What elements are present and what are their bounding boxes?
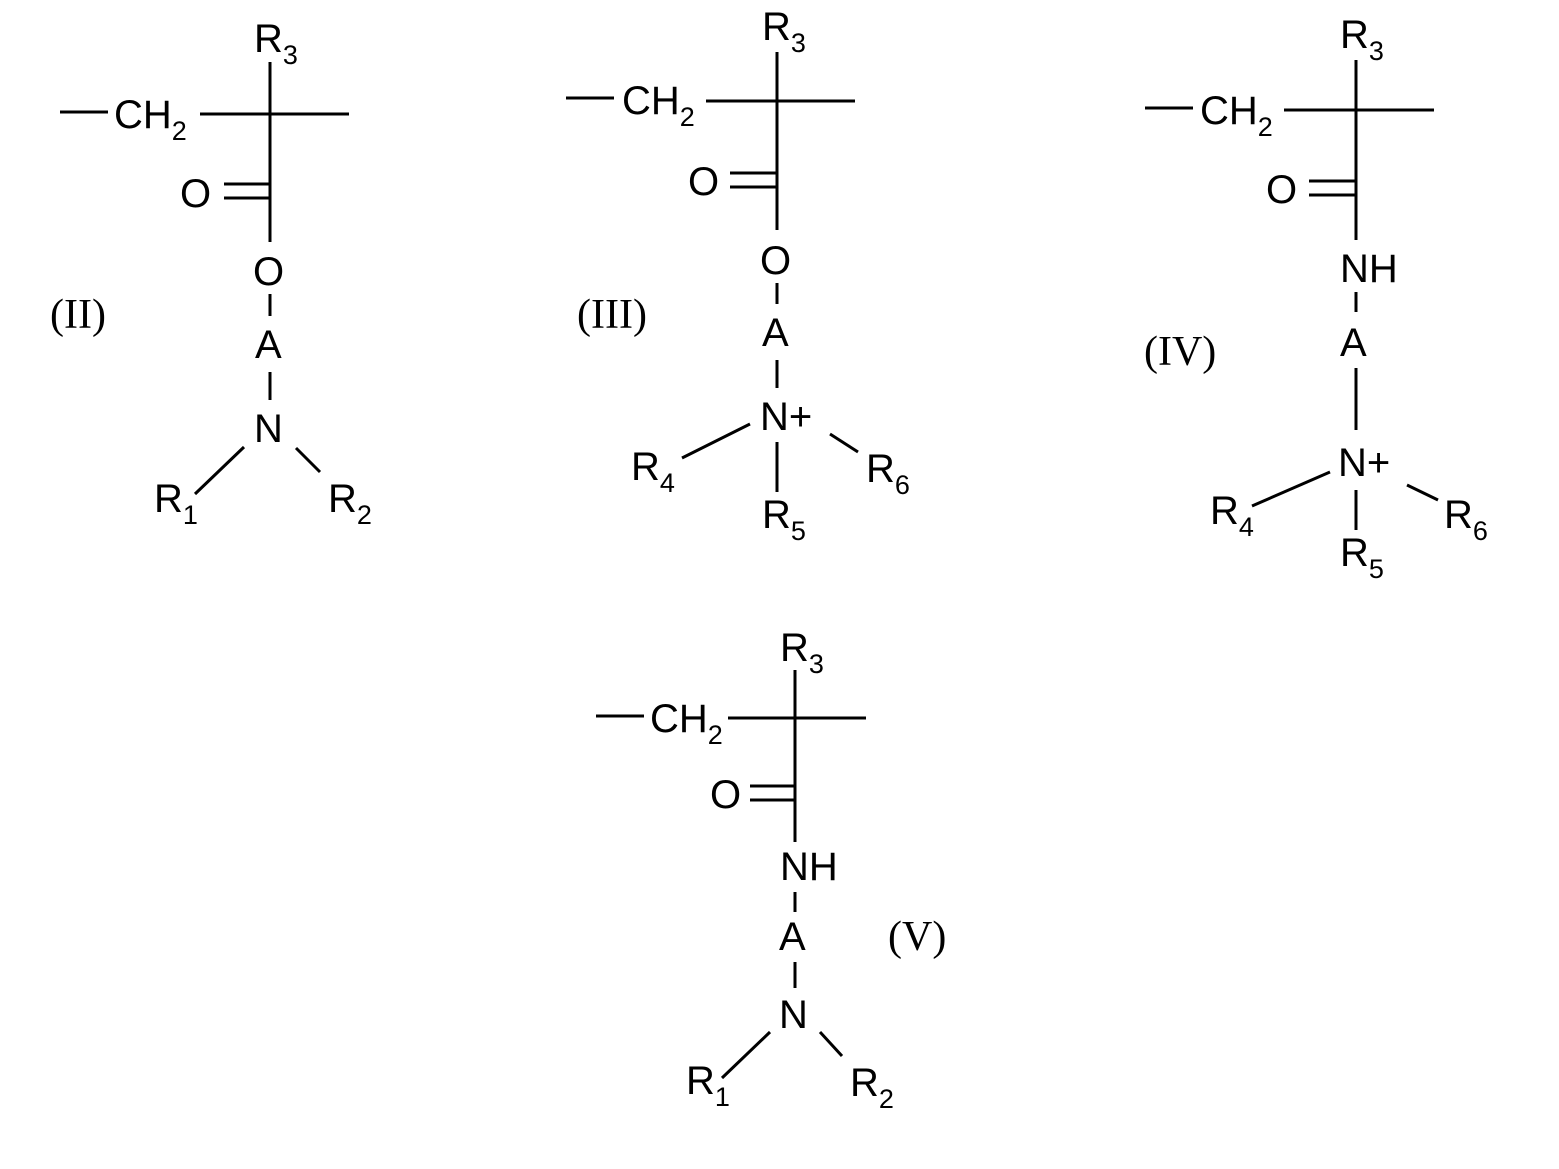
structure-V: (V) CH2 R3 O NH A N R1 R2 xyxy=(596,626,946,1114)
ch2-group: CH2 xyxy=(650,697,723,750)
amide-nh: NH xyxy=(780,845,838,889)
r5-substituent: R5 xyxy=(762,493,806,546)
ester-oxygen: O xyxy=(253,250,284,294)
structure-II: (II) CH2 R3 O O A N R1 R2 xyxy=(50,17,372,530)
nitrogen-atom: N xyxy=(779,993,808,1037)
structure-III: (III) CH2 R3 O O A N+ R4 R5 R6 xyxy=(566,5,910,546)
ch2-group: CH2 xyxy=(622,79,695,132)
a-group: A xyxy=(779,915,806,959)
r1-substituent: R1 xyxy=(154,477,198,530)
n-r6-bond xyxy=(830,434,858,452)
ester-oxygen: O xyxy=(760,239,791,283)
r3-substituent: R3 xyxy=(1340,13,1384,66)
r6-substituent: R6 xyxy=(866,447,910,500)
structure-label: (IV) xyxy=(1144,329,1216,375)
n-r1-bond xyxy=(722,1032,770,1078)
r4-substituent: R4 xyxy=(631,445,675,498)
r2-substituent: R2 xyxy=(850,1061,894,1114)
n-r4-bond xyxy=(1252,472,1330,506)
r2-substituent: R2 xyxy=(328,477,372,530)
structure-label: (V) xyxy=(888,914,946,960)
quaternary-nitrogen: N+ xyxy=(1338,441,1390,485)
carbonyl-oxygen: O xyxy=(1266,168,1297,212)
n-r6-bond xyxy=(1407,485,1438,500)
r4-substituent: R4 xyxy=(1210,489,1254,542)
n-r1-bond xyxy=(195,447,244,494)
a-group: A xyxy=(255,323,282,367)
structure-label: (III) xyxy=(577,292,647,338)
r3-substituent: R3 xyxy=(762,5,806,58)
r3-substituent: R3 xyxy=(254,17,298,70)
ch2-group: CH2 xyxy=(1200,89,1273,142)
r3-substituent: R3 xyxy=(780,626,824,679)
carbonyl-oxygen: O xyxy=(688,160,719,204)
nitrogen-atom: N xyxy=(254,407,283,451)
r6-substituent: R6 xyxy=(1444,493,1488,546)
a-group: A xyxy=(762,311,789,355)
structure-label: (II) xyxy=(50,292,106,338)
ch2-group: CH2 xyxy=(114,93,187,146)
carbonyl-oxygen: O xyxy=(710,773,741,817)
n-r2-bond xyxy=(296,448,320,472)
quaternary-nitrogen: N+ xyxy=(760,395,812,439)
a-group: A xyxy=(1340,321,1367,365)
n-r2-bond xyxy=(820,1032,842,1056)
n-r4-bond xyxy=(682,424,750,458)
amide-nh: NH xyxy=(1340,247,1398,291)
carbonyl-oxygen: O xyxy=(180,172,211,216)
r1-substituent: R1 xyxy=(686,1059,730,1112)
structure-IV: (IV) CH2 R3 O NH A N+ R4 R5 R6 xyxy=(1144,13,1488,584)
r5-substituent: R5 xyxy=(1340,531,1384,584)
